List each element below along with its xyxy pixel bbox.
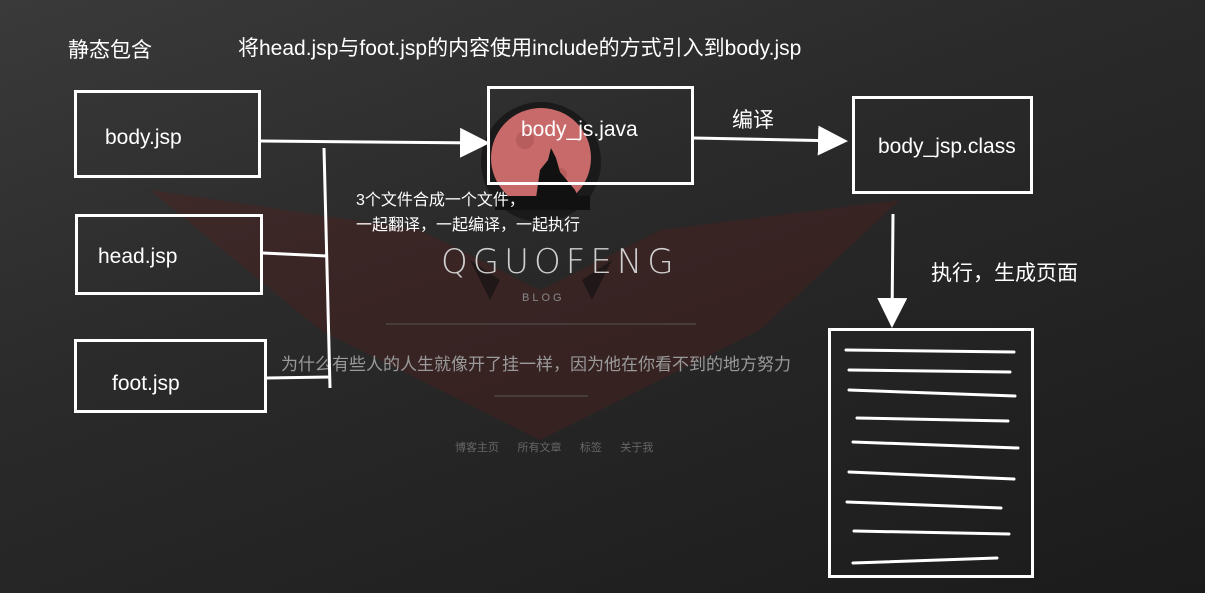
- merge-note: 3个文件合成一个文件， 一起翻译，一起编译，一起执行: [356, 188, 580, 238]
- merge-note-line2: 一起翻译，一起编译，一起执行: [356, 217, 581, 234]
- edge-label-execute: 执行，生成页面: [931, 262, 1078, 285]
- edge-label-compile: 编译: [732, 109, 774, 132]
- watermark-chevron: [150, 190, 900, 440]
- head-connector: [262, 251, 328, 258]
- node-body-class-label: body_jsp.class: [878, 135, 1016, 158]
- arrow-to-java: [260, 127, 490, 158]
- node-body-jsp: body.jsp: [74, 90, 261, 178]
- node-body-class: body_jsp.class: [852, 96, 1033, 194]
- nav-about[interactable]: 关于我: [620, 442, 654, 454]
- blog-motto: 为什么有些人的人生就像开了挂一样，因为他在你看不到的地方努力: [281, 355, 791, 374]
- blog-subtitle: BLOG: [522, 292, 565, 304]
- node-foot-jsp: foot.jsp: [74, 339, 267, 413]
- merge-note-line1: 3个文件合成一个文件，: [356, 192, 525, 209]
- page-content-lines: [844, 348, 1020, 565]
- node-head-jsp: head.jsp: [75, 214, 263, 295]
- merge-bracket: [322, 147, 332, 389]
- node-body-jsp-label: body.jsp: [105, 126, 182, 149]
- diagram-description: 将head.jsp与foot.jsp的内容使用include的方式引入到body…: [238, 37, 802, 60]
- arrow-execute: [877, 213, 908, 328]
- foot-connector: [266, 375, 331, 380]
- blog-brand: QGUOFENG: [441, 242, 679, 282]
- nav-tags[interactable]: 标签: [579, 442, 602, 454]
- node-foot-jsp-label: foot.jsp: [112, 372, 180, 395]
- node-body-java-label: body_js.java: [521, 118, 638, 141]
- blog-nav: 博客主页 所有文章 标签 关于我: [448, 438, 660, 456]
- nav-posts[interactable]: 所有文章: [517, 442, 562, 454]
- node-head-jsp-label: head.jsp: [98, 245, 178, 268]
- node-result-page: [828, 328, 1034, 578]
- diagram-title: 静态包含: [68, 39, 152, 62]
- arrow-compile: [693, 125, 848, 156]
- nav-home[interactable]: 博客主页: [455, 442, 499, 454]
